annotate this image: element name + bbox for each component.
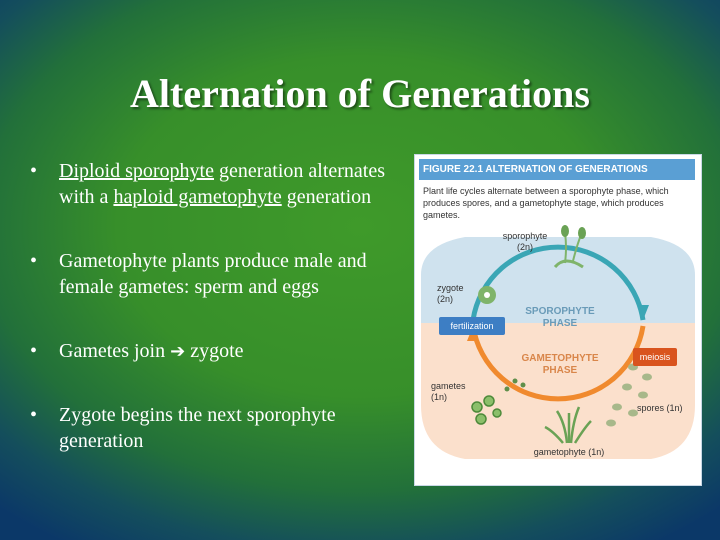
bullet-term-haploid-gametophyte: haploid gametophyte: [113, 186, 282, 208]
spores-label: spores (1n): [637, 403, 683, 413]
bullet-item: • Gametes join ➔ zygote: [30, 338, 410, 365]
gametophyte-label: gametophyte (1n): [533, 447, 605, 457]
bullet-list: • Diploid sporophyte generation alternat…: [30, 158, 410, 454]
bullet-dot: •: [30, 404, 38, 426]
life-cycle-figure: FIGURE 22.1 ALTERNATION OF GENERATIONS P…: [414, 154, 702, 486]
zygote-ploidy: (2n): [437, 294, 454, 304]
sporophyte-plant-illustration: [553, 225, 586, 269]
bullet-dot: •: [30, 250, 38, 272]
gametophyte-phase-region: [421, 323, 695, 459]
figure-header: FIGURE 22.1 ALTERNATION OF GENERATIONS: [419, 159, 695, 180]
bullet-dot: •: [30, 340, 38, 362]
figure-description: Plant life cycles alternate between a sp…: [423, 186, 669, 220]
gametophyte-plant-illustration: [544, 406, 592, 444]
sporophyte-label: sporophyte (2n): [495, 231, 555, 253]
sporophyte-phase-label: SPOROPHYTE PHASE: [525, 306, 595, 329]
gametophyte-cycle-arc: [470, 325, 646, 402]
bullet-text-suffix: generation: [281, 186, 372, 208]
right-arrow-icon: ➔: [170, 341, 186, 362]
bullet-dot: •: [30, 160, 38, 182]
meiosis-tag: meiosis: [633, 348, 677, 366]
arrowhead-down-right: [637, 305, 649, 320]
fertilization-tag: fertilization: [439, 317, 505, 335]
gametes-label: gametes (1n): [431, 381, 471, 403]
bullet-text: Gametophyte plants produce male and fema…: [59, 250, 367, 298]
sporophyte-label-text: sporophyte: [502, 231, 548, 241]
zygote-label-text: zygote: [437, 283, 464, 293]
bullet-item: • Diploid sporophyte generation alternat…: [30, 158, 410, 210]
gametes-illustration: [471, 378, 526, 425]
gametes-ploidy: (1n): [431, 392, 448, 402]
life-cycle-diagram: [421, 225, 695, 459]
gametes-label-text: gametes: [431, 381, 466, 391]
sporophyte-ploidy: (2n): [516, 242, 533, 252]
gametophyte-phase-label: GAMETOPHYTE PHASE: [521, 353, 599, 376]
slide-title: Alternation of Generations: [130, 71, 590, 116]
bullet-text-prefix: Gametes join: [59, 340, 171, 362]
bullet-text-middle: generation alternates with a: [59, 160, 386, 208]
bullet-item: • Gametophyte plants produce male and fe…: [30, 248, 410, 300]
zygote-label: zygote (2n): [437, 283, 477, 305]
bullet-term-diploid-sporophyte: Diploid sporophyte: [59, 160, 214, 182]
bullet-text-suffix: zygote: [185, 340, 244, 362]
bullet-item: • Zygote begins the next sporophyte gene…: [30, 402, 410, 454]
bullet-text: Zygote begins the next sporophyte genera…: [59, 404, 336, 452]
